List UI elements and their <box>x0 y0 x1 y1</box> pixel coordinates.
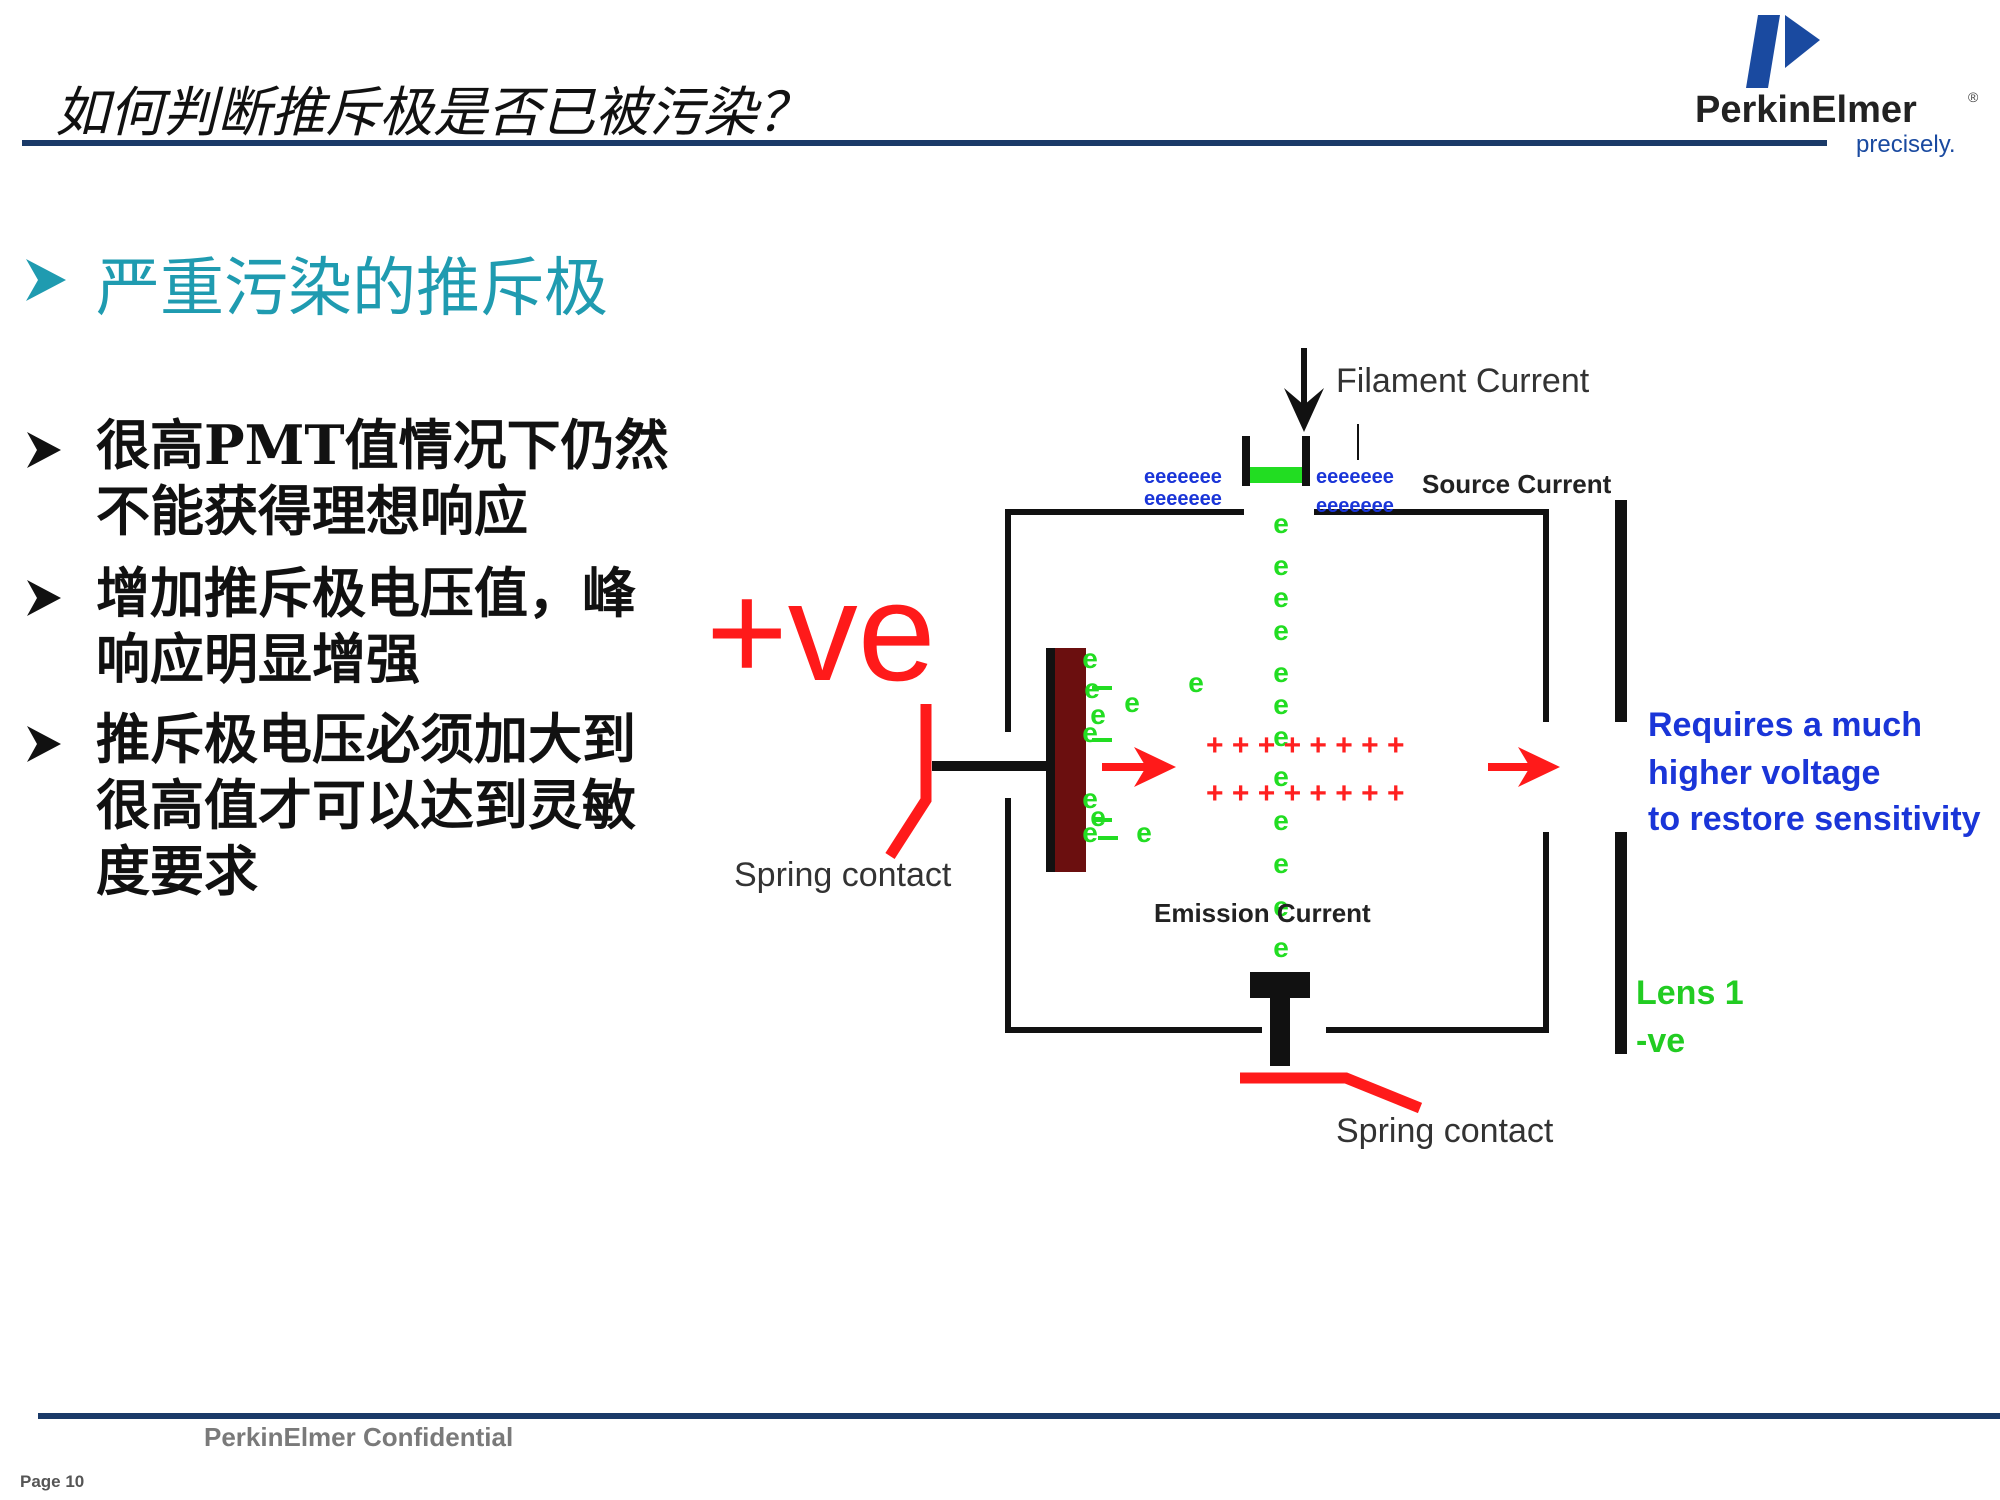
electron: e <box>1273 508 1289 539</box>
logo-tagline: precisely. <box>1856 131 1956 158</box>
down-arrow-icon <box>1284 348 1324 432</box>
electron: e <box>1273 615 1289 646</box>
page-number: Page 10 <box>20 1472 85 1491</box>
source-electron-row: eeeeeee <box>1144 466 1222 488</box>
electron: e <box>1273 657 1289 688</box>
trap-electrode <box>1250 972 1310 1066</box>
bullet-arrow-icon <box>26 259 66 301</box>
spring-contact-left <box>885 704 1048 859</box>
electron: e <box>1136 817 1152 848</box>
electron: e <box>1273 891 1289 922</box>
electron: e <box>1124 687 1140 718</box>
svg-text:PerkinElmer: PerkinElmer <box>1695 89 1917 131</box>
filament-current-label: Filament Current <box>1336 362 1590 400</box>
source-current-label: Source Current <box>1422 469 1612 499</box>
logo-brand: PerkinElmer <box>1695 89 1917 131</box>
spring-contact-bottom-label: Spring contact <box>1336 1112 1554 1150</box>
electron: e <box>1273 582 1289 613</box>
voltage-note-line-3: to restore sensitivity <box>1648 800 1981 838</box>
spring-contact-left-label: Spring contact <box>734 856 952 894</box>
bullet-arrow-icon <box>27 580 61 616</box>
title-rule <box>22 140 1827 146</box>
lens-label: Lens 1 -ve <box>1636 974 1744 1060</box>
right-arrow-icon <box>1488 747 1560 787</box>
bullet-3-line-1: 推斥极电压必须加大到 <box>96 707 636 771</box>
repeller-charge-label: +ve <box>706 553 936 710</box>
bullet-1-line-2: 不能获得理想响应 <box>96 479 528 543</box>
electron: e <box>1273 761 1289 792</box>
bullet-3-line-2: 很高值才可以达到灵敏 <box>96 773 636 837</box>
ion-row: + + + + + + + + <box>1206 777 1405 810</box>
bullet-2-line-2: 响应明显增强 <box>96 627 420 691</box>
voltage-note-line-1: Requires a much <box>1648 706 1922 744</box>
lens-label-line-1: Lens 1 <box>1636 974 1744 1012</box>
perkinelmer-logo-icon: PerkinElmer ® precisely. <box>1695 15 1979 158</box>
ion-volume-box <box>1005 509 1549 1033</box>
emission-current-label: Emission Current <box>1154 898 1371 928</box>
electron: e <box>1090 699 1106 730</box>
spring-contact-bottom <box>1240 1072 1423 1114</box>
electron: e <box>1273 805 1289 836</box>
repeller <box>1046 648 1086 872</box>
bullet-arrow-icon <box>27 726 61 762</box>
electron: e <box>1082 643 1098 674</box>
electron-dashes <box>1092 686 1118 840</box>
electron: e <box>1082 783 1098 814</box>
voltage-note: Requires a much higher voltage to restor… <box>1648 706 1981 838</box>
electron: e <box>1273 689 1289 720</box>
footer-confidential: PerkinElmer Confidential <box>204 1422 514 1452</box>
electron-beam: e e e e e e e e e e e e <box>1273 508 1289 963</box>
electron: e <box>1273 848 1289 879</box>
electron: e <box>1273 721 1289 752</box>
electron: e <box>1273 550 1289 581</box>
source-electron-row: eeeeeee <box>1316 495 1394 517</box>
electron: e <box>1082 817 1098 848</box>
right-arrow-icon <box>1102 747 1176 787</box>
slide-title: 如何判断推斥极是否已被污染？ <box>55 81 811 144</box>
bullet-2-line-1: 增加推斥极电压值，峰 <box>96 561 636 625</box>
logo-registered: ® <box>1968 89 1979 105</box>
bullet-3-line-3: 度要求 <box>96 839 258 903</box>
repeller-electrons: e e e e e e e e e e <box>1082 643 1204 848</box>
filament <box>1242 436 1310 486</box>
voltage-note-line-2: higher voltage <box>1648 754 1880 792</box>
ion-rows: + + + + + + + + + + + + + + + + <box>1206 729 1405 810</box>
source-electron-row: eeeeeee <box>1144 488 1222 510</box>
lens-label-line-2: -ve <box>1636 1022 1685 1060</box>
section-heading: 严重污染的推斥极 <box>96 252 608 326</box>
electron: e <box>1273 932 1289 963</box>
bullet-2: 增加推斥极电压值，峰 响应明显增强 <box>96 560 676 692</box>
source-electrons: eeeeeee eeeeeee eeeeeee eeeeeee <box>1144 466 1394 517</box>
ion-row: + + + + + + + + <box>1206 729 1405 762</box>
bullet-3: 推斥极电压必须加大到 很高值才可以达到灵敏 度要求 <box>96 706 676 904</box>
bullet-1-line-1: 很高PMT值情况下仍然 <box>96 413 669 477</box>
lens-1 <box>1615 500 1627 1054</box>
source-electron-row: eeeeeee <box>1316 466 1394 488</box>
bullet-1: 很高PMT值情况下仍然 不能获得理想响应 <box>96 412 676 544</box>
bullet-arrow-icon <box>27 432 61 468</box>
electron: e <box>1090 801 1106 832</box>
electron: e <box>1188 667 1204 698</box>
footer-rule <box>38 1413 2000 1419</box>
ion-source-diagram: Filament Current eeeeeee eeeeeee eeeeeee… <box>706 348 1981 1150</box>
